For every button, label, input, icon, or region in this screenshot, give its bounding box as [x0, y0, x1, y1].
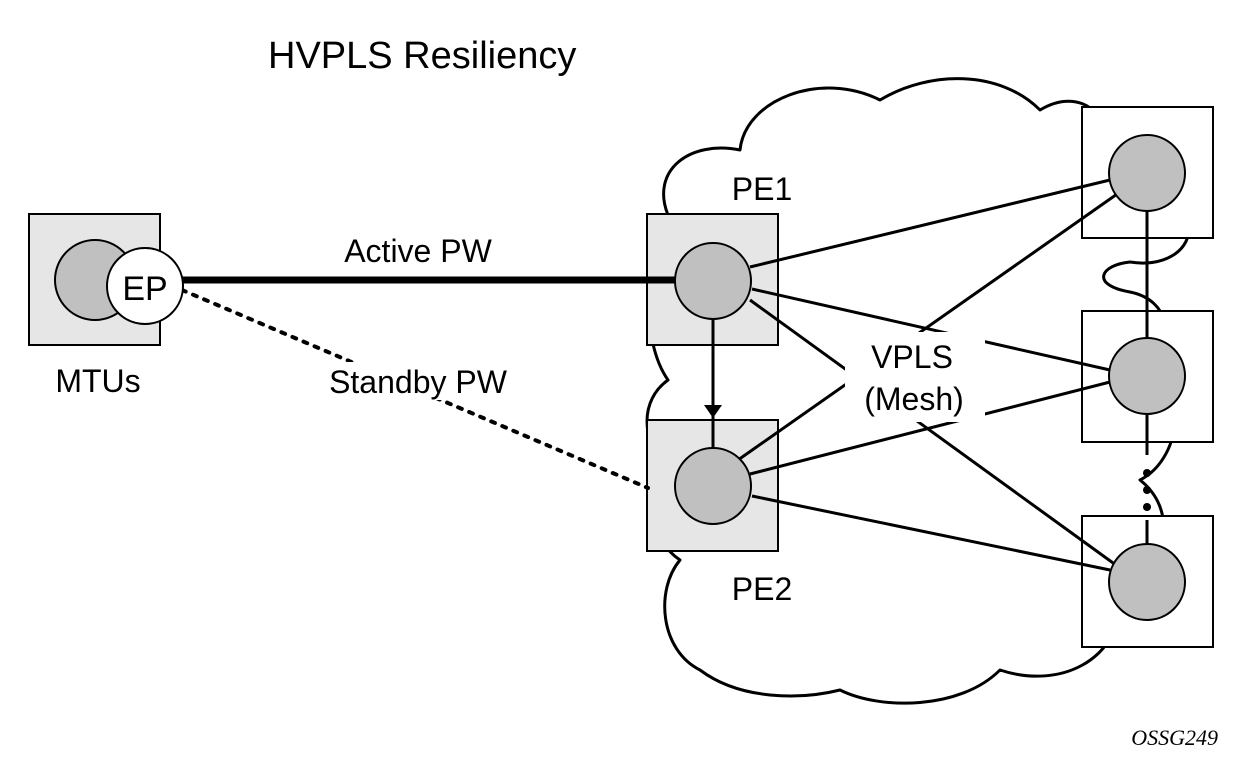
- pe2-node: [674, 447, 752, 525]
- mesh-label: (Mesh): [864, 381, 964, 417]
- right-node-3: [1108, 543, 1186, 621]
- ellipsis-dots: [1143, 469, 1151, 511]
- mesh-line-pe1-r3: [749, 298, 1121, 570]
- ep-label: EP: [122, 270, 167, 308]
- mesh-line-pe1-r1: [749, 178, 1111, 269]
- mesh-line-pe2-r3: [751, 494, 1111, 572]
- active-pw-label: Active PW: [344, 233, 492, 269]
- pe1-label: PE1: [732, 171, 792, 207]
- mesh-line-pe2-r1: [737, 190, 1121, 462]
- standby-pw-label: Standby PW: [329, 364, 508, 400]
- right-node-1: [1108, 134, 1186, 212]
- pe1-node: [674, 242, 752, 320]
- vpls-mesh-lines: [737, 178, 1149, 572]
- ep-node: [106, 247, 184, 325]
- figure-id: OSSG249: [1131, 725, 1218, 750]
- mesh-line-pe1-r2: [751, 287, 1111, 372]
- mtus-label: MTUs: [55, 363, 140, 399]
- pe1-pe2-arrow-icon: [704, 405, 722, 418]
- standby-label-background: [318, 362, 518, 400]
- vpls-label: VPLS: [871, 339, 953, 375]
- vpls-label-background: [845, 332, 985, 422]
- pe2-label: PE2: [732, 571, 792, 607]
- diagram-title: HVPLS Resiliency: [268, 35, 576, 77]
- mesh-line-pe2-r2: [749, 380, 1111, 476]
- right-node-2: [1108, 337, 1186, 415]
